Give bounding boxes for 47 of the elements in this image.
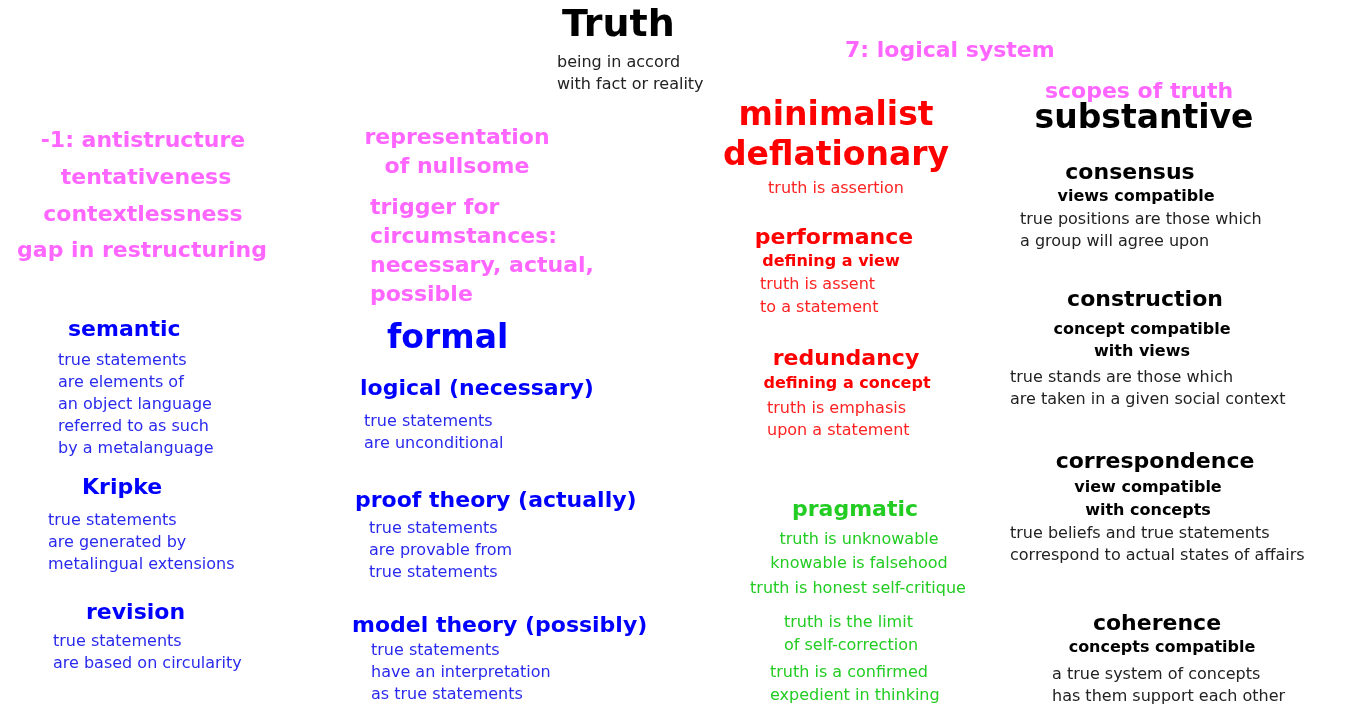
subtitle-text: being in accord with fact or reality [557, 51, 704, 95]
description-text: true statements are elements of an object language referred to as such by a metalanguage [58, 349, 214, 459]
subheading: defining a concept [763, 372, 931, 394]
subheading: defining a view [762, 250, 900, 272]
description-text: truth is emphasis upon a statement [767, 397, 910, 441]
heading: redundancy [772, 345, 920, 371]
description-text: truth is honest self-critique [750, 577, 966, 599]
note-text: contextlessness [43, 200, 243, 228]
description-text: truth is unknowable [779, 528, 939, 550]
section-heading: formal [387, 317, 509, 357]
subheading: concepts compatible [1068, 636, 1256, 658]
subheading: concept compatible with views [1053, 318, 1231, 362]
heading: logical (necessary) [360, 374, 594, 402]
heading: consensus [1065, 158, 1195, 186]
section-heading: minimalist deflationary [723, 94, 949, 174]
subheading: view compatible with concepts [1074, 476, 1222, 521]
heading: correspondence [1055, 447, 1255, 475]
heading: pragmatic [791, 495, 919, 523]
heading: construction [1067, 285, 1223, 313]
heading: model theory (possibly) [352, 611, 648, 639]
heading: performance [754, 224, 914, 250]
note-text: representation of nullsome [364, 123, 550, 180]
heading: revision [86, 598, 186, 626]
description-text: true stands are those which are taken in a given social context [1010, 366, 1286, 410]
heading: proof theory (actually) [355, 486, 637, 514]
description-text: true beliefs and true statements correspond to actual states of affairs [1010, 522, 1305, 566]
note-text: trigger for circumstances: necessary, actual, possible [370, 193, 594, 308]
description-text: truth is a confirmed expedient in thinking [770, 661, 940, 706]
note-text: gap in restructuring [17, 236, 267, 264]
note-text: tentativeness [60, 163, 232, 191]
description-text: true positions are those which a group will agree upon [1020, 208, 1262, 252]
heading: Kripke [82, 473, 163, 501]
description-text: true statements have an interpretation as true statements [371, 639, 551, 705]
description-text: truth is assertion [768, 177, 904, 199]
heading: coherence [1092, 609, 1222, 637]
description-text: truth is assent to a statement [760, 273, 879, 318]
note-text: 7: logical system [845, 36, 1055, 64]
description-text: true statements are based on circularity [53, 630, 242, 674]
description-text: true statements are provable from true statements [369, 517, 513, 583]
description-text: knowable is falsehood [770, 552, 948, 574]
description-text: true statements are generated by metalingual extensions [48, 509, 235, 575]
subheading: views compatible [1057, 185, 1215, 207]
description-text: a true system of concepts has them support each other [1052, 663, 1286, 707]
title: Truth [562, 0, 675, 46]
note-text: -1: antistructure [40, 126, 246, 154]
heading: semantic [68, 315, 181, 343]
description-text: true statements are unconditional [364, 410, 504, 454]
